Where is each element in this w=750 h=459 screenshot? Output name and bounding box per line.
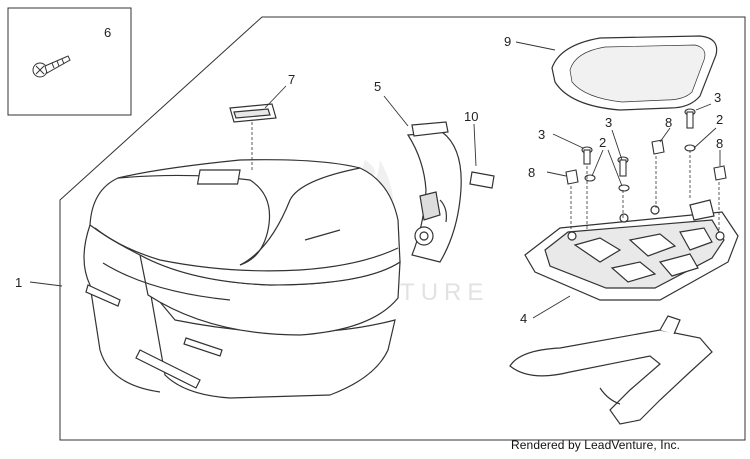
top-case-part	[83, 159, 401, 399]
rendered-by-credit: Rendered by LeadVenture, Inc.	[511, 438, 681, 452]
callout-2-middle: 2	[599, 135, 606, 150]
hardware-parts	[565, 108, 727, 192]
callout-8-left: 8	[528, 165, 535, 180]
assembly-lines	[251, 122, 720, 232]
main-frame	[59, 16, 746, 441]
callout-3-left: 3	[538, 127, 545, 142]
screw-part	[32, 55, 71, 78]
callout-6: 6	[104, 25, 111, 40]
callout-4: 4	[520, 311, 527, 326]
callout-9: 9	[504, 34, 511, 49]
lock-plate-part	[406, 121, 462, 263]
backrest-pad-part	[551, 35, 718, 111]
callout-5: 5	[374, 79, 381, 94]
pad-part	[469, 171, 495, 189]
reflector-part	[229, 103, 277, 123]
inset-frame	[7, 7, 132, 116]
leader-lines	[29, 41, 721, 319]
luggage-rack-part	[524, 199, 739, 301]
callout-1: 1	[15, 275, 22, 290]
callout-8-right: 8	[716, 136, 723, 151]
callout-8-middle: 8	[665, 115, 672, 130]
callout-3-right: 3	[714, 90, 721, 105]
rack-bracket-part	[509, 315, 713, 425]
callout-2-right: 2	[716, 112, 723, 127]
callout-3-middle: 3	[605, 115, 612, 130]
callout-7: 7	[288, 72, 295, 87]
callout-labels: 1 6 7 5 10 9 4 3 3 3 8 8 8 2 2	[15, 25, 723, 326]
callout-10: 10	[464, 109, 478, 124]
